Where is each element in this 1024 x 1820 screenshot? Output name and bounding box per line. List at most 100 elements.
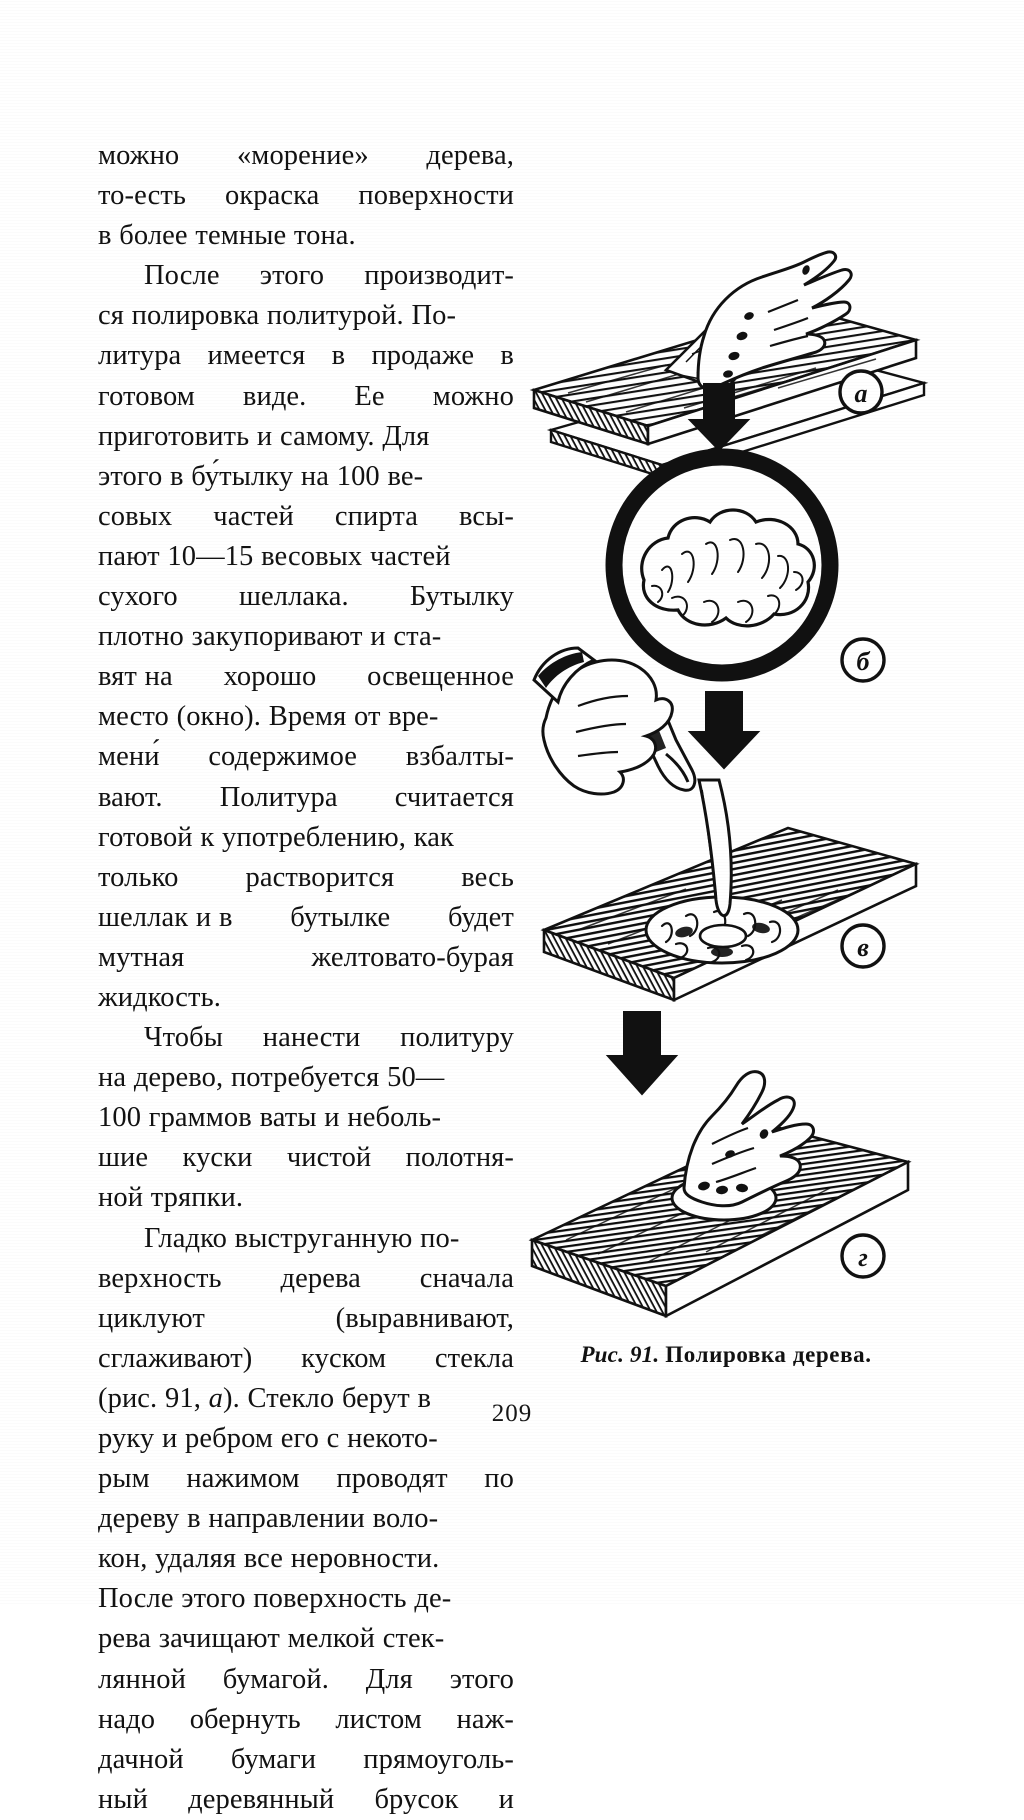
figure-caption-number: Рис. 91. — [580, 1342, 660, 1367]
polish-stream — [697, 778, 733, 917]
text-line: в более темные тона. — [98, 216, 514, 256]
text-span: поверхности — [358, 180, 514, 212]
text-span: куски — [182, 1142, 253, 1174]
text-line: дереву в направлении воло- — [98, 1499, 514, 1539]
page-number: 209 — [491, 1400, 533, 1427]
text-span: Гладко выструганную по- — [144, 1222, 460, 1254]
text-span: политуру — [400, 1022, 514, 1054]
text-span: деревянный — [188, 1783, 335, 1815]
text-line: кон, удаляя все неровности. — [98, 1539, 514, 1579]
text-span: весь — [461, 861, 514, 893]
text-span: бумаги — [230, 1743, 317, 1775]
text-span: шеллак и в — [98, 901, 233, 933]
panel-b-cotton-wad: б — [605, 448, 886, 683]
panel-label-a: а — [838, 369, 884, 415]
text-span: проводят — [336, 1463, 448, 1495]
text-line: место (окно). Время от вре- — [98, 697, 514, 737]
text-span: руку и ребром его с некото- — [98, 1423, 438, 1454]
text-span: этого в бу́тылку на 100 ве- — [98, 460, 424, 492]
text-line: жидкость. — [98, 978, 514, 1018]
text-line: плотно закупоривают и ста- — [98, 617, 514, 657]
text-span: производит- — [364, 260, 514, 292]
text-span: на дерево, потребуется 50— — [98, 1062, 445, 1094]
text-span: то-есть — [98, 180, 186, 212]
text-span: содержимое — [208, 741, 358, 773]
text-span: Чтобы — [144, 1022, 224, 1054]
text-span: ной тряпки. — [98, 1182, 244, 1214]
text-span: всы- — [459, 500, 514, 532]
text-span: готовой к употреблению, как — [98, 821, 454, 853]
figure-caption-text: Полировка дерева. — [665, 1342, 872, 1367]
text-line: циклуют(выравнивают, — [98, 1299, 514, 1339]
text-span: куском — [301, 1342, 387, 1374]
text-span: взбалты- — [405, 741, 514, 773]
text-span: будет — [448, 901, 514, 933]
figure-caption: Рис. 91. Полировка дерева. — [516, 1340, 936, 1370]
text-span: ный — [98, 1783, 148, 1815]
text-line: Гладко выструганную по- — [98, 1219, 514, 1259]
text-span: полотня- — [405, 1142, 514, 1174]
text-span: готовом — [98, 380, 195, 412]
text-span: только — [98, 861, 179, 893]
text-span: верхность — [98, 1262, 222, 1294]
text-span: приготовить и самому. Для — [98, 420, 430, 452]
text-span: шие — [98, 1142, 149, 1174]
text-line: После этого поверхность де- — [98, 1579, 514, 1619]
text-span: считается — [394, 781, 514, 813]
panel-g-rubbing-board: г — [528, 1070, 912, 1319]
text-span: Политура — [219, 781, 338, 813]
hand-a — [696, 250, 853, 391]
text-line: ся полировка политурой. По- — [98, 296, 514, 336]
text-span: место (окно). Время от вре- — [98, 701, 439, 733]
text-span: освещенное — [367, 661, 514, 693]
text-span: (рис. 91, а). Стекло берут в — [98, 1382, 432, 1414]
text-span: окраска — [224, 180, 320, 212]
text-line: пают 10—15 весовых частей — [98, 537, 514, 577]
text-span: частей — [213, 500, 294, 532]
text-span: шеллака. — [238, 581, 349, 613]
text-span: спирта — [334, 500, 418, 532]
text-span: дерева, — [426, 140, 514, 171]
text-line: ной тряпки. — [98, 1178, 514, 1218]
panel-label-b: б — [840, 637, 886, 683]
text-span: жидкость. — [98, 981, 221, 1013]
cotton-wad — [640, 508, 816, 628]
text-span: нажимом — [186, 1463, 300, 1495]
text-span: сглаживают) — [98, 1342, 253, 1374]
text-span: можно — [432, 380, 514, 412]
text-span: рева зачищают мелкой стек- — [98, 1623, 445, 1655]
text-span: После — [144, 260, 220, 292]
text-span: сухого — [98, 581, 178, 613]
text-span: бутылке — [290, 901, 391, 933]
svg-text:а: а — [855, 379, 868, 408]
text-line: на дерево, потребуется 50— — [98, 1058, 514, 1098]
panel-v-pouring-polish: в — [532, 646, 920, 1003]
svg-text:в: в — [857, 933, 869, 962]
text-span: бумагой. — [222, 1663, 329, 1695]
paragraph: Чтобы нанести политуру на дерево, потребует… — [98, 1018, 514, 1218]
text-span: в более темные тона. — [98, 220, 356, 252]
text-span: в — [500, 340, 514, 372]
text-span: Бутылку — [409, 581, 514, 613]
text-span: нанести — [262, 1022, 361, 1054]
text-span: 100 граммов ваты и неболь- — [98, 1102, 442, 1134]
panel-label-g: г — [840, 1233, 886, 1279]
text-line: сухого шеллака. Бутылку — [98, 577, 514, 617]
text-span: После этого поверхность де- — [98, 1583, 452, 1615]
text-line: 100 граммов ваты и неболь- — [98, 1098, 514, 1138]
text-span: рым — [98, 1463, 150, 1495]
text-span: желтовато-бурая — [311, 941, 514, 973]
text-span: сначала — [419, 1262, 514, 1294]
text-span: этого — [449, 1663, 514, 1695]
